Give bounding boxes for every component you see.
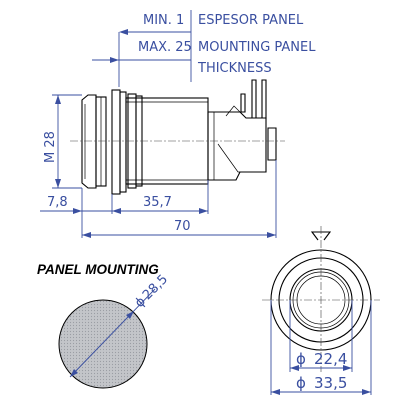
threaded-body — [125, 97, 209, 185]
inner-arrow-right — [343, 365, 352, 371]
total-value: 70 — [174, 219, 191, 234]
height-value: M 28 — [43, 131, 58, 163]
front-washer — [119, 91, 127, 193]
front-value: 7,8 — [47, 195, 68, 210]
terminal-side — [267, 127, 277, 161]
outer-arrow-right — [362, 389, 371, 395]
height-arrow-bottom — [55, 179, 61, 188]
min-arrow — [119, 29, 128, 35]
panel-mounting-section: PANEL MOUNTING ϕ 28,5 — [37, 262, 171, 389]
front-arrow-left — [73, 208, 82, 214]
inner-diameter-symbol: ϕ — [296, 350, 306, 368]
cutout-arrow-low — [70, 369, 78, 377]
mounting-panel-label: MOUNTING PANEL — [198, 40, 316, 55]
outer-value: 33,5 — [314, 374, 347, 392]
cutout-arrow-high — [126, 311, 134, 319]
outer-diameter-symbol: ϕ — [296, 374, 306, 392]
height-arrow-top — [55, 95, 61, 104]
body-arrow-right — [199, 208, 208, 214]
terminal-3 — [261, 79, 267, 119]
terminal-1 — [240, 93, 246, 113]
cutout-dim-line — [69, 288, 156, 378]
front-nut — [111, 89, 121, 195]
inner-value: 22,4 — [314, 350, 347, 368]
thickness-label: THICKNESS — [197, 61, 272, 76]
total-arrow-left — [82, 232, 91, 238]
switch-housing — [207, 111, 267, 181]
body-value: 35,7 — [143, 195, 172, 210]
inner-arrow-left — [290, 365, 299, 371]
min-thickness-label: MIN. 1 — [143, 13, 184, 28]
max-arrow — [110, 57, 119, 63]
terminal-2 — [251, 79, 257, 119]
espesor-panel-label: ESPESOR PANEL — [198, 13, 304, 28]
solder-lug — [225, 105, 241, 117]
panel-thickness-notes: MIN. 1 ESPESOR PANEL MAX. 25 MOUNTING PA… — [92, 10, 316, 87]
max-thickness-label: MAX. 25 — [138, 40, 192, 55]
front-view: ϕ 22,4 ϕ 33,5 — [262, 226, 380, 395]
outer-arrow-left — [271, 389, 280, 395]
panel-mounting-title: PANEL MOUNTING — [37, 262, 159, 277]
housing-bevel — [217, 143, 266, 173]
total-arrow-right — [267, 232, 276, 238]
side-view: M 28 7,8 35,7 70 — [40, 79, 285, 238]
button-bezel — [81, 94, 97, 189]
